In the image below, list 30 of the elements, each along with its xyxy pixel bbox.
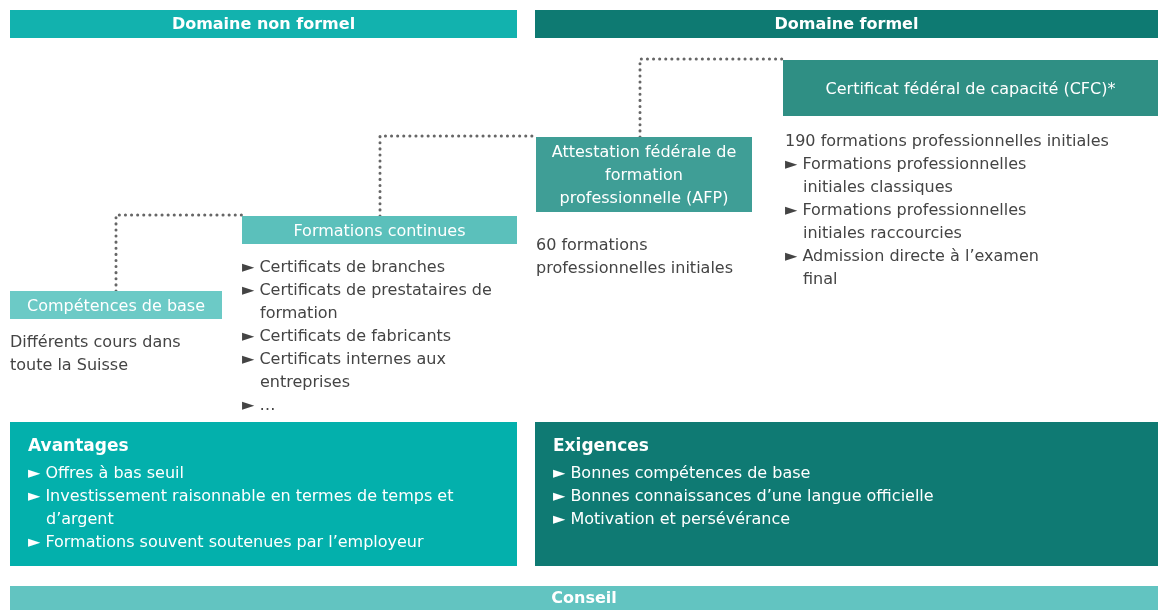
panel-heading: Exigences xyxy=(553,434,650,457)
level-box: Attestation fédérale de formation professionnelle (AFP) xyxy=(536,137,752,212)
level-box: Compétences de base xyxy=(10,291,222,319)
description-text: 190 formations professionnelles initiales xyxy=(785,130,1110,152)
description-text: ► Certificats internes aux entreprises xyxy=(242,348,447,393)
bullet-item: ► Motivation et persévérance xyxy=(553,508,792,530)
description-text: ► Certificats de branches xyxy=(242,256,446,278)
bullet-item: ► Bonnes connaissances d’une langue officielle xyxy=(553,485,935,507)
bullet-item: ► Formations souvent soutenues par l’employeur xyxy=(28,531,425,553)
domain-header: Domaine non formel xyxy=(10,10,517,38)
bullet-item: ► Investissement raisonnable en termes de temps et d’argent xyxy=(28,485,455,530)
info-panel xyxy=(10,422,517,566)
dotted-connector xyxy=(638,57,785,139)
level-box: Certificat fédéral de capacité (CFC)* xyxy=(783,60,1158,116)
bullet-item: ► Offres à bas seuil xyxy=(28,462,185,484)
description-text: Différents cours dans toute la Suisse xyxy=(10,331,182,376)
domain-header: Domaine formel xyxy=(535,10,1158,38)
description-text: ► Formations professionnelles initiales raccourcies xyxy=(785,199,1028,244)
description-text: ► Formations professionnelles initiales classiques xyxy=(785,153,1028,198)
panel-heading: Avantages xyxy=(28,434,130,457)
dotted-connector xyxy=(114,213,244,293)
bullet-item: ► Bonnes compétences de base xyxy=(553,462,812,484)
description-text: 60 formations professionnelles initiales xyxy=(536,234,734,279)
advice-band: Conseil xyxy=(10,586,1158,610)
description-text: ► Admission directe à l’examen final xyxy=(785,245,1040,290)
description-text: ► … xyxy=(242,394,277,416)
info-panel xyxy=(535,422,1158,566)
level-box: Formations continues xyxy=(242,216,517,244)
description-text: ► Certificats de fabricants xyxy=(242,325,453,347)
description-text: ► Certificats de prestataires de formation xyxy=(242,279,492,324)
